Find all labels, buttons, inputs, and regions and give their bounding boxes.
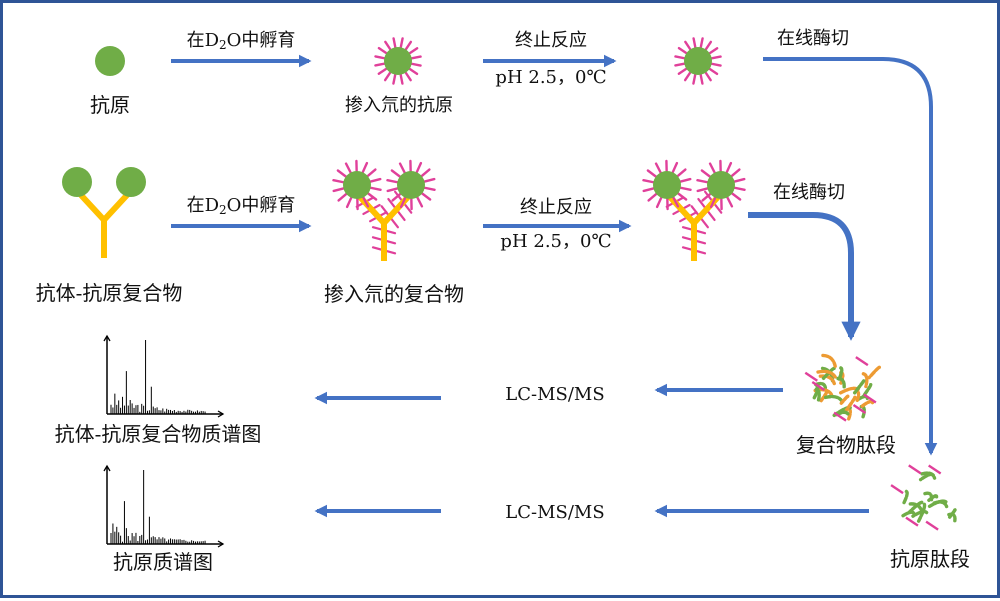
bound-antigen: [387, 161, 434, 209]
peptide-fragment: [903, 491, 907, 504]
antigen-sphere: [397, 171, 425, 199]
bound-antigen: [116, 167, 146, 197]
antigen-peptides-icon: [891, 465, 955, 529]
labeled-complex-icon: [333, 161, 434, 261]
antigen-sphere: [707, 171, 735, 199]
labeled-antigen: [375, 38, 420, 83]
peptide-fragment: [823, 355, 835, 366]
quench-label-row1: 终止反应: [515, 32, 587, 50]
antigen-sphere: [653, 171, 681, 199]
labeled-complex-label: 掺入氘的复合物: [324, 284, 464, 304]
lcms-label-row4: LC-MS/MS: [505, 504, 604, 522]
antigen-sphere: [384, 47, 412, 75]
digest-label-row1: 在线酶切: [777, 30, 849, 48]
quenched-complex-icon: [643, 161, 744, 261]
complex-spectrum-label: 抗体-抗原复合物质谱图: [55, 424, 262, 444]
labeled-antigen: [675, 38, 720, 83]
deuterium-mark: [891, 485, 903, 493]
deuterium-mark: [856, 357, 868, 365]
bound-antigen: [62, 167, 92, 197]
labeled-antigen-icon: [375, 38, 420, 83]
peptide-fragment: [862, 401, 872, 405]
peptide-fragment: [841, 396, 848, 403]
quench-condition-row2: pH 2.5，0℃: [500, 233, 611, 251]
antibody-arms: [80, 194, 128, 220]
incubate-label-row1: 在D2O中孵育: [187, 32, 296, 51]
antigen-spectrum-label: 抗原质谱图: [113, 552, 213, 572]
antigen-sphere: [343, 171, 371, 199]
complex-mass-spectrum: [104, 336, 223, 417]
labeled-antigen-label: 掺入氘的抗原: [345, 97, 453, 115]
antibody-antigen-complex-icon: [62, 167, 146, 258]
quench-condition-row1: pH 2.5，0℃: [495, 69, 606, 87]
peptide-fragment: [869, 367, 879, 377]
digest-arrow-row1: [763, 59, 931, 453]
bound-antigen: [697, 161, 744, 209]
antigen-sphere: [684, 47, 712, 75]
bound-antigen: [643, 161, 690, 209]
deuterium-mark: [926, 522, 938, 530]
deuterium-mark: [909, 465, 921, 473]
antigen-peptides-label: 抗原肽段: [890, 549, 970, 569]
antibody-y: [80, 194, 128, 258]
quenched-antigen-icon: [675, 38, 720, 83]
incubate-label-row2: 在D2O中孵育: [187, 197, 296, 216]
bound-antigen: [333, 161, 380, 209]
peptide-fragment: [826, 397, 843, 402]
digest-label-row2: 在线酶切: [773, 184, 845, 202]
complex-peptides-label: 复合物肽段: [796, 435, 896, 455]
deuterium-mark: [805, 373, 817, 381]
complex-label: 抗体-抗原复合物: [36, 283, 183, 303]
deuterium-mark: [906, 518, 918, 526]
antigen-label: 抗原: [90, 95, 130, 115]
antigen-mass-spectrum: [104, 466, 223, 547]
complex-peptides-icon: [805, 355, 879, 420]
antigen-icon: [95, 46, 125, 76]
lcms-label-row3: LC-MS/MS: [505, 386, 604, 404]
digest-arrow-row2: [748, 215, 851, 337]
quench-label-row2: 终止反应: [520, 199, 592, 217]
